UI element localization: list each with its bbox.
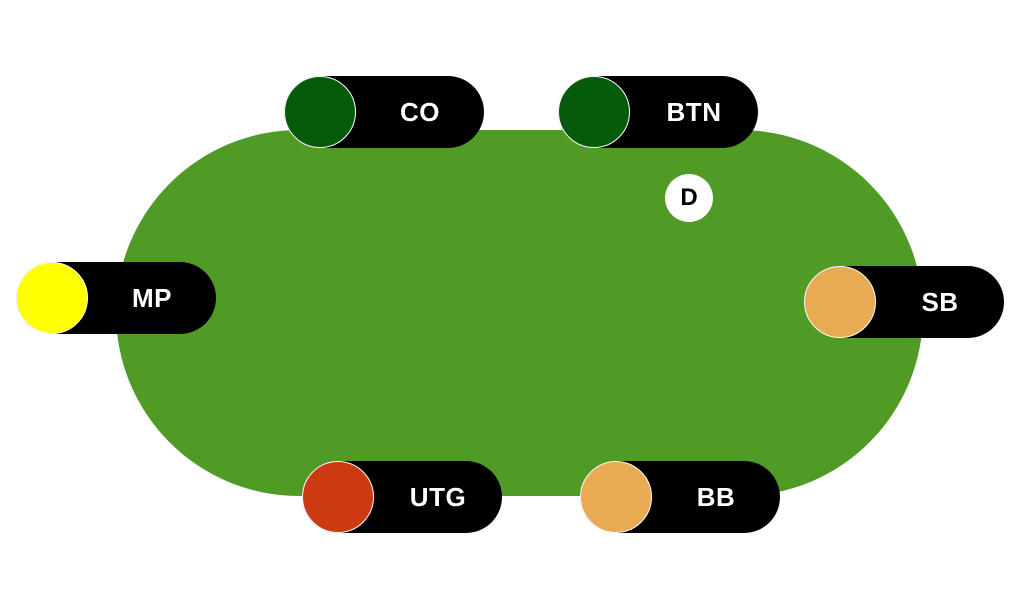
seat-bb[interactable]: BB	[580, 461, 780, 533]
seat-bb-label: BB	[696, 482, 736, 512]
seat-sb-label: SB	[921, 287, 959, 317]
seat-mp[interactable]: MP	[16, 262, 216, 334]
seat-utg-chip	[302, 461, 374, 533]
poker-table	[116, 130, 923, 496]
seat-sb[interactable]: SB	[804, 266, 1004, 338]
seat-btn-chip	[558, 76, 630, 148]
seat-bb-chip	[580, 461, 652, 533]
seat-sb-chip	[804, 266, 876, 338]
seat-co-chip	[284, 76, 356, 148]
seat-co-label: CO	[400, 97, 440, 127]
seat-btn-label: BTN	[666, 97, 722, 127]
seat-utg-label: UTG	[409, 482, 467, 512]
seat-mp-chip	[16, 262, 88, 334]
seat-co[interactable]: CO	[284, 76, 484, 148]
seat-utg[interactable]: UTG	[302, 461, 502, 533]
seat-mp-label: MP	[132, 283, 172, 313]
seat-btn[interactable]: BTN	[558, 76, 758, 148]
dealer-button: D	[665, 174, 713, 222]
